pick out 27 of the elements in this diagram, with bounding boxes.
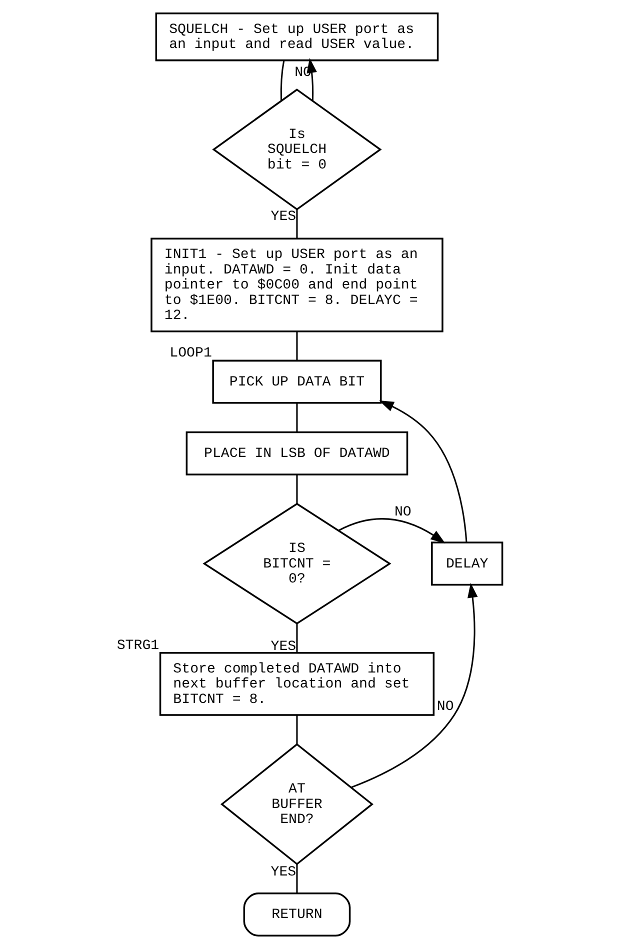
connector <box>296 403 298 432</box>
node-box: INIT1 - Set up USER port as an input. DATAWD = 0. Init data pointer to $0C00 and end point to $1E00. BITCNT = 8. DELAYC = 12. <box>150 238 444 332</box>
node-box: RETURN <box>243 892 351 936</box>
node-box: DELAY <box>431 542 504 586</box>
node-label: LOOP1 <box>170 346 212 362</box>
arrow <box>379 400 468 542</box>
connector <box>296 332 298 360</box>
node-label: STRG1 <box>116 638 160 654</box>
node-box: Store completed DATAWD into next buffer location and set BITCNT = 8. <box>159 652 435 716</box>
edge-label: YES <box>270 864 296 880</box>
connector <box>296 715 298 744</box>
node-box: PLACE IN LSB OF DATAWD <box>186 431 408 476</box>
node-diamond: AT BUFFER END? <box>220 743 374 866</box>
node-diamond: Is SQUELCH bit = 0 <box>212 88 382 210</box>
node-diamond: IS BITCNT = 0? <box>202 502 392 625</box>
connector <box>296 209 298 239</box>
node-box: PICK UP DATA BIT <box>212 360 382 404</box>
arrow <box>338 518 446 544</box>
edge-label: NO <box>436 699 454 716</box>
connector <box>280 60 285 101</box>
edge-label: NO <box>394 504 412 521</box>
arrow <box>350 582 478 788</box>
connector <box>296 864 298 894</box>
edge-label: YES <box>270 209 296 226</box>
connector <box>296 624 298 653</box>
connector <box>296 474 298 504</box>
node-box: SQUELCH - Set up USER port as an input and read USER value. <box>155 12 439 62</box>
